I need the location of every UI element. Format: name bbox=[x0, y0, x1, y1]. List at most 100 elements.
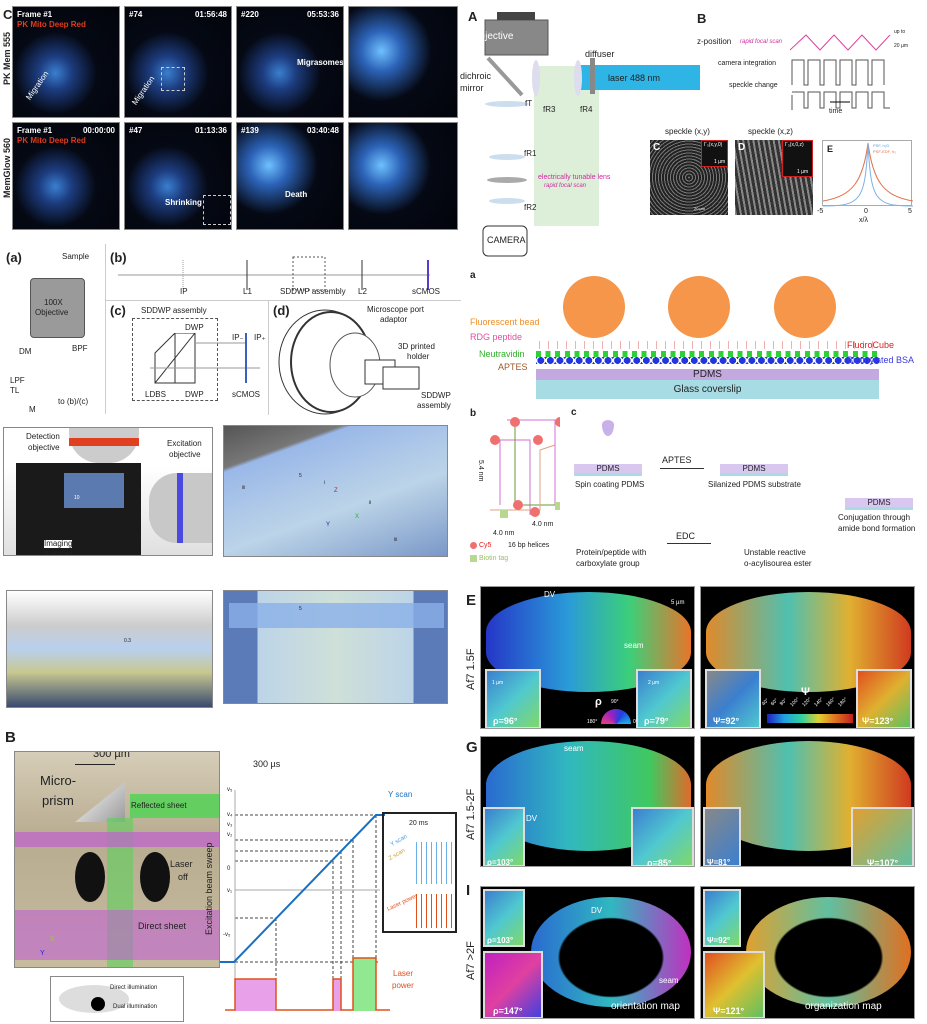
micrograph-zoom bbox=[348, 6, 458, 118]
panel-label: C bbox=[653, 142, 661, 153]
assembly-box bbox=[132, 318, 218, 401]
ester-label: Unstable reactive bbox=[744, 548, 806, 557]
zebrafish-image: 300 µm Micro- prism Reflected sheet Lase… bbox=[14, 751, 220, 968]
reflected-label: Reflected sheet bbox=[131, 801, 187, 810]
timestamp: 01:13:36 bbox=[194, 126, 227, 135]
fluorocube-label: FluoroCube bbox=[847, 340, 895, 350]
conjugation-label: Conjugation through bbox=[838, 513, 911, 522]
time-label: time bbox=[829, 108, 843, 115]
glass-layer: Glass coverslip bbox=[536, 380, 879, 399]
panel-label: E bbox=[466, 592, 477, 609]
psi-value: Ψ=92° bbox=[707, 936, 731, 945]
excitation-label: Excitation bbox=[167, 439, 202, 448]
fluorocube-diagram bbox=[490, 417, 560, 518]
panel-label: (b) bbox=[110, 250, 127, 265]
organization-map-e: Ψ=92° Ψ=123° Ψ 40°60°80°100°120°140°160°… bbox=[700, 586, 915, 729]
laser-power-label: power bbox=[392, 981, 414, 990]
sweep-label: Excitation beam sweep bbox=[204, 842, 214, 935]
dv-label: DV bbox=[526, 814, 538, 823]
pdms-layer: PDMS bbox=[536, 369, 879, 380]
death-label: Death bbox=[285, 190, 308, 199]
range-label: 20 µm bbox=[894, 43, 908, 49]
ester-label: o-acylisourea ester bbox=[744, 559, 812, 568]
excitation-objective bbox=[149, 473, 212, 543]
scale-label: 5 bbox=[299, 473, 302, 479]
speckle-xy-image: C Γ₃(x,y,0) 1 µm 20 µm bbox=[650, 140, 728, 215]
micrograph: #220 05:53:36 Migrasomes bbox=[236, 6, 344, 118]
detection-objective bbox=[69, 428, 139, 463]
row-label: Af7 >2F bbox=[465, 941, 477, 980]
objective-label: 100X bbox=[44, 298, 63, 307]
cy5-legend-icon bbox=[470, 542, 477, 549]
seam-label: seam bbox=[659, 976, 679, 985]
aptes-label: APTES bbox=[498, 362, 528, 372]
frame-label: Frame #1 bbox=[17, 10, 53, 19]
rdg-label: RDG peptide bbox=[470, 332, 523, 342]
dm-label: DM bbox=[19, 347, 32, 356]
micrograph-zoom bbox=[348, 122, 458, 230]
panel-label: b bbox=[470, 408, 477, 419]
inset-yscan: Y scan bbox=[389, 833, 409, 849]
inset-scale: 20 ms bbox=[409, 820, 429, 827]
legend-entry: PSF-EDF, h₃ bbox=[873, 149, 896, 154]
panel-label: I bbox=[466, 882, 471, 899]
scale-label: 10 bbox=[74, 495, 80, 501]
tick-label: v₁ bbox=[227, 888, 233, 894]
zpos-label: z-position bbox=[697, 37, 732, 46]
row-label: PK Mem 555 bbox=[2, 31, 12, 85]
port-label: Microscope port bbox=[367, 305, 424, 314]
tick-label: -v₅ bbox=[223, 932, 231, 938]
lens-label: fR3 bbox=[543, 105, 556, 114]
psi-value: Ψ=123° bbox=[862, 716, 894, 726]
psi-value: Ψ=92° bbox=[713, 716, 740, 726]
psi-symbol: Ψ bbox=[801, 686, 810, 698]
scan-timing-plot bbox=[220, 790, 390, 1011]
axis-x: X bbox=[50, 936, 55, 943]
psf-plot: E PSF, h₂D PSF-EDF, h₃ bbox=[822, 140, 913, 207]
objective-label: objective bbox=[474, 31, 514, 42]
lens-label: fR1 bbox=[524, 149, 537, 158]
orientation-map-g: seam DV ρ=103° ρ=85° bbox=[480, 736, 695, 867]
tl-label: TL bbox=[10, 386, 20, 395]
holder-label: 3D printed bbox=[398, 342, 435, 351]
inset-zscan: Z scan bbox=[387, 847, 407, 863]
pdms-label: PDMS bbox=[742, 464, 766, 473]
axis-x: X bbox=[355, 514, 360, 520]
frame-label: #139 bbox=[241, 126, 259, 135]
zoom-box bbox=[203, 195, 231, 225]
panel-label: (a) bbox=[6, 250, 22, 265]
pdms-block: PDMS bbox=[720, 464, 788, 476]
l1-label: L1 bbox=[243, 287, 252, 296]
objective-label: Objective bbox=[35, 308, 69, 317]
tick-label: -5 bbox=[817, 208, 824, 215]
organization-map-i: Ψ=92° Ψ=121° organization map bbox=[700, 886, 915, 1019]
row-label: MemGlow 560 bbox=[2, 137, 12, 198]
timestamp: 00:00:00 bbox=[82, 126, 115, 135]
psf-inset: Γ₃(x,y,0) 1 µm bbox=[701, 140, 728, 167]
biotin-legend-icon bbox=[470, 555, 477, 562]
glass-label: Glass coverslip bbox=[673, 384, 742, 395]
dv-label: DV bbox=[544, 590, 556, 599]
direct-label: Direct sheet bbox=[138, 921, 187, 931]
sddwp-label: SDDWP bbox=[421, 391, 451, 400]
ip-plus-label: IP₊ bbox=[254, 333, 266, 342]
organization-map-label: organization map bbox=[805, 1001, 882, 1012]
dual-illumination-label: Dual illumination bbox=[113, 1004, 158, 1010]
ip-label: IP bbox=[180, 287, 188, 296]
protein-label: carboxylate group bbox=[576, 559, 640, 568]
arrow bbox=[660, 468, 704, 469]
neutravidin-label: Neutravidin bbox=[479, 349, 525, 359]
timestamp: 05:53:36 bbox=[306, 10, 339, 19]
psi-tick-label: 180° bbox=[836, 696, 849, 709]
pdms-block: PDMS bbox=[574, 464, 642, 476]
scmos-label: sCMOS bbox=[232, 390, 260, 399]
helices-label: 16 bp helices bbox=[508, 542, 550, 549]
camera-integration-label: camera integration bbox=[718, 60, 776, 67]
scale-label: 300 µm bbox=[93, 751, 130, 760]
time-scale-label: 300 µs bbox=[253, 759, 281, 769]
rho-value: ρ=96° bbox=[493, 716, 518, 726]
speckle-xy-title: speckle (x,y) bbox=[665, 127, 710, 136]
timestamp: 01:56:48 bbox=[194, 10, 227, 19]
ip-minus-label: IP₋ bbox=[232, 333, 244, 342]
migration-label: Migration bbox=[24, 69, 51, 102]
